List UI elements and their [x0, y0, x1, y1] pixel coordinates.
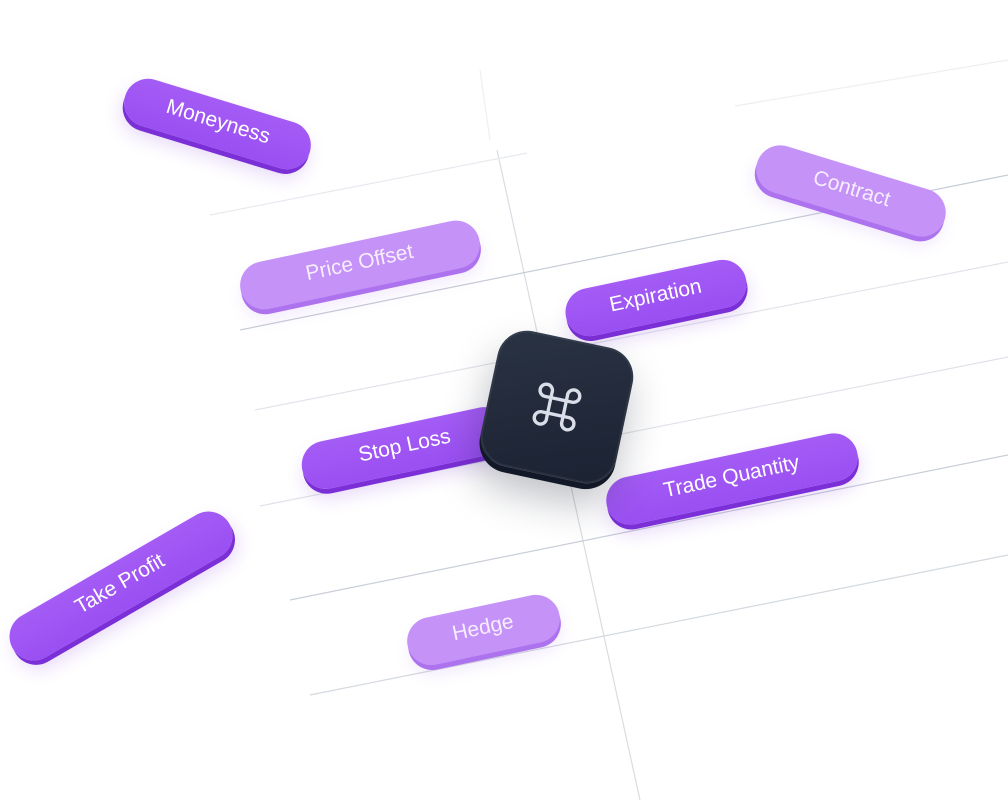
grid-line	[309, 554, 1008, 696]
command-icon	[532, 382, 582, 432]
grid-line	[734, 59, 1008, 107]
grid-line	[259, 356, 1008, 507]
grid-line	[254, 261, 1008, 411]
grid-line	[289, 454, 1008, 601]
grid-line	[209, 152, 528, 216]
command-key-button[interactable]	[475, 325, 639, 489]
grid-line	[479, 69, 491, 141]
